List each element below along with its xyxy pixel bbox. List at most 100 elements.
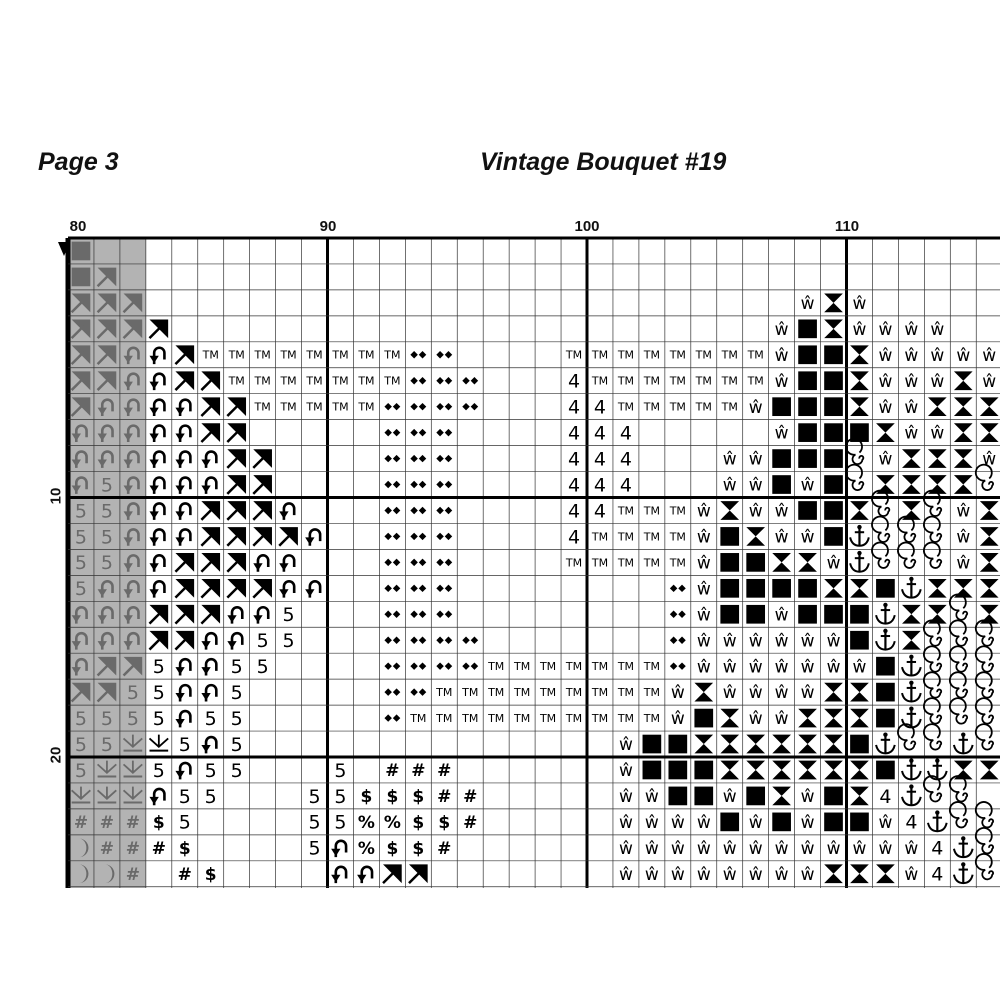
svg-text:ŵ: ŵ xyxy=(697,502,711,522)
hourglass-symbol xyxy=(850,682,869,702)
TM-symbol: TM xyxy=(695,349,712,362)
TM-symbol: TM xyxy=(643,660,660,673)
TM-symbol: TM xyxy=(591,349,608,362)
w-hat-symbol: ŵ xyxy=(723,476,737,496)
spiral-symbol xyxy=(871,541,891,569)
svg-text:TM: TM xyxy=(591,530,608,543)
svg-text:ŵ: ŵ xyxy=(801,631,815,651)
w-hat-symbol: ŵ xyxy=(904,424,918,444)
svg-text:4: 4 xyxy=(594,500,606,522)
hourglass-symbol xyxy=(772,553,791,572)
TM-symbol: TM xyxy=(331,375,348,388)
TM-symbol: TM xyxy=(617,686,634,699)
w-hat-symbol: ŵ xyxy=(982,346,996,366)
TM-symbol: TM xyxy=(305,375,322,388)
hourglass-symbol xyxy=(798,734,817,754)
#-symbol: # xyxy=(178,865,192,885)
spiral-symbol xyxy=(871,515,891,543)
svg-text:TM: TM xyxy=(513,712,530,725)
diamonds-symbol xyxy=(436,480,453,489)
5-symbol: 5 xyxy=(101,734,113,756)
svg-text:$: $ xyxy=(179,839,191,859)
spiral-symbol xyxy=(974,463,994,491)
curled-arrow-symbol xyxy=(201,735,218,754)
diamonds-symbol xyxy=(410,351,427,359)
w-hat-symbol: ŵ xyxy=(619,839,633,859)
svg-text:ŵ: ŵ xyxy=(697,839,711,859)
hourglass-symbol xyxy=(824,319,843,339)
black-square-symbol xyxy=(798,604,817,624)
black-square-symbol xyxy=(668,760,688,780)
TM-symbol: TM xyxy=(565,660,582,673)
diagonal-arrow-symbol xyxy=(174,604,195,625)
TM-symbol: TM xyxy=(254,401,271,414)
svg-text:ŵ: ŵ xyxy=(697,528,711,548)
hourglass-symbol xyxy=(824,708,843,728)
4-symbol: 4 xyxy=(568,422,580,444)
diamonds-symbol xyxy=(436,610,453,619)
hourglass-symbol xyxy=(902,501,921,520)
spiral-symbol xyxy=(974,671,994,699)
TM-symbol: TM xyxy=(643,504,660,517)
spiral-symbol xyxy=(845,463,865,491)
diagonal-arrow-symbol xyxy=(96,293,117,314)
hourglass-symbol xyxy=(824,734,843,754)
w-hat-symbol: ŵ xyxy=(697,839,711,859)
black-square-symbol xyxy=(772,578,791,598)
black-square-symbol xyxy=(824,786,843,806)
$-symbol: $ xyxy=(153,813,165,833)
curled-arrow-symbol xyxy=(175,709,192,728)
diagonal-arrow-symbol xyxy=(278,527,298,547)
svg-text:ŵ: ŵ xyxy=(801,683,815,703)
w-hat-symbol: ŵ xyxy=(930,320,944,340)
$-symbol: $ xyxy=(412,839,424,859)
svg-text:TM: TM xyxy=(279,349,296,362)
svg-text:ŵ: ŵ xyxy=(827,553,841,573)
curled-arrow-symbol xyxy=(201,476,218,494)
w-hat-symbol: ŵ xyxy=(645,865,659,885)
hourglass-symbol xyxy=(850,708,869,728)
hourglass-symbol xyxy=(798,708,817,728)
grid-lines xyxy=(65,236,1000,888)
column-number-90: 90 xyxy=(319,218,337,235)
w-hat-symbol: ŵ xyxy=(697,813,711,833)
TM-symbol: TM xyxy=(383,349,400,362)
black-square-symbol xyxy=(746,604,766,624)
curled-arrow-symbol xyxy=(71,476,88,494)
curled-arrow-symbol xyxy=(123,346,140,365)
spiral-symbol xyxy=(974,853,994,881)
$-symbol: $ xyxy=(412,813,424,833)
diagonal-arrow-symbol xyxy=(174,345,195,366)
w-hat-symbol: ŵ xyxy=(853,839,867,859)
svg-text:ŵ: ŵ xyxy=(619,839,633,859)
diamonds-symbol xyxy=(436,428,453,437)
black-square-symbol xyxy=(798,397,817,417)
w-hat-symbol: ŵ xyxy=(853,294,867,314)
svg-text:5: 5 xyxy=(127,708,139,730)
svg-text:#: # xyxy=(437,787,451,807)
w-hat-symbol: ŵ xyxy=(619,735,633,755)
spiral-symbol xyxy=(845,437,865,466)
hourglass-symbol xyxy=(798,553,817,572)
spiral-symbol xyxy=(948,645,969,673)
black-square-symbol xyxy=(772,397,791,417)
svg-text:4: 4 xyxy=(568,448,580,470)
w-hat-symbol: ŵ xyxy=(775,372,789,392)
w-hat-symbol: ŵ xyxy=(904,372,918,392)
spiral-symbol xyxy=(948,697,969,725)
svg-text:5: 5 xyxy=(75,526,87,548)
svg-text:ŵ: ŵ xyxy=(827,631,841,651)
TM-symbol: TM xyxy=(695,401,712,414)
svg-text:ŵ: ŵ xyxy=(853,294,867,314)
curled-arrow-symbol xyxy=(305,528,322,546)
curled-arrow-symbol xyxy=(71,606,88,624)
w-hat-symbol: ŵ xyxy=(801,839,815,859)
svg-text:ŵ: ŵ xyxy=(645,787,659,807)
crescent-symbol xyxy=(79,838,89,858)
TM-symbol: TM xyxy=(331,349,348,362)
hourglass-symbol xyxy=(953,578,973,598)
w-hat-symbol: ŵ xyxy=(827,657,841,677)
diamonds-symbol xyxy=(384,532,401,541)
svg-text:ŵ: ŵ xyxy=(775,605,789,625)
svg-text:ŵ: ŵ xyxy=(723,476,737,496)
